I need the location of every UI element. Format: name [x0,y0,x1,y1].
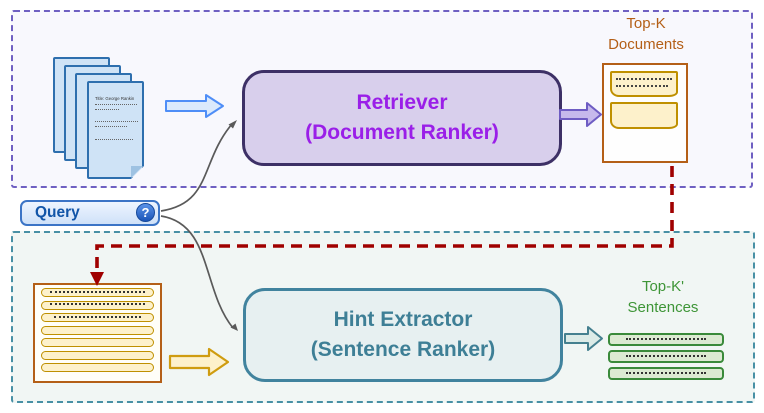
sentence-bar [41,300,154,310]
text-line [95,121,138,122]
sentence-bar [41,350,154,360]
topk-sentence-bar [608,333,724,346]
retrieved-document [610,102,678,129]
sentence-bar [41,338,154,347]
hint-extractor-label-line2: (Sentence Ranker) [310,338,496,361]
retriever-box: Retriever (Document Ranker) [242,70,562,166]
topk-documents-box [602,63,688,163]
text-line [95,109,119,110]
query-label: Query [35,204,80,221]
text-line [95,139,133,140]
sentence-bar [41,325,154,335]
sentence-bar [41,288,154,297]
text-line [95,104,137,105]
sentence-document-box [33,283,162,383]
retriever-label-line2: (Document Ranker) [305,121,499,144]
retriever-label-line1: Retriever [356,91,448,114]
text-line [616,85,668,87]
text-line [95,126,127,127]
query-chip: Query ? [20,200,160,226]
retrieved-document [610,71,678,97]
topk-documents-label: Top-K Documents [608,15,684,53]
sentence-bar [41,313,154,322]
question-icon: ? [136,203,155,222]
document-title: Title: George Rankin [95,96,135,101]
topk-sentence-bar [608,350,724,363]
page-fold-corner [131,166,144,179]
hint-extractor-label-line1: Hint Extractor [333,308,473,331]
topk-sentence-bar [608,367,724,380]
sentence-bar [41,363,154,372]
text-line [616,78,672,80]
hint-extractor-box: Hint Extractor (Sentence Ranker) [243,288,563,382]
topk-sentences-label: Top-K' Sentences [627,278,699,316]
corpus-front-document: Title: George Rankin [87,81,144,179]
